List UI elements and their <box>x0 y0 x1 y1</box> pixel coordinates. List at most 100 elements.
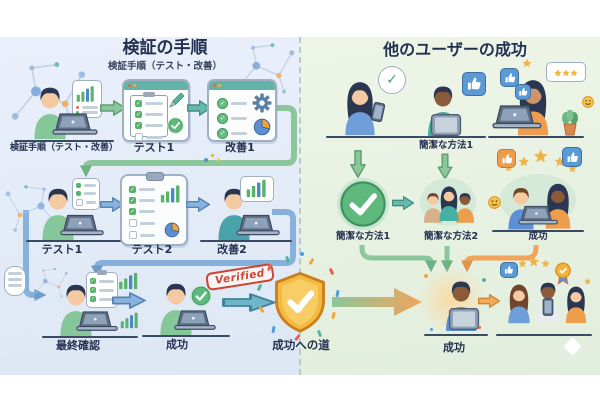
confetti <box>424 274 428 278</box>
tablet-icon <box>448 308 480 330</box>
check-circle-icon <box>336 177 390 231</box>
check-icon: ✓ <box>135 122 142 129</box>
desk-line <box>326 135 410 138</box>
arrow-right-icon <box>112 291 146 310</box>
smiley-icon <box>582 96 594 108</box>
shield-check-icon <box>272 271 328 334</box>
empty-checkbox-icon <box>129 231 137 239</box>
confetti <box>478 326 481 329</box>
empty-checkbox-icon <box>135 133 143 141</box>
gear-icon <box>252 93 272 113</box>
bar-chart-icon <box>245 179 269 198</box>
desk-line <box>26 239 122 242</box>
person-illustration <box>432 178 466 226</box>
decor-dot <box>211 154 214 157</box>
thumbs-up-icon <box>497 149 516 168</box>
bar-chart-speech-bubble <box>240 176 274 202</box>
desk-line <box>200 239 292 242</box>
smiley-icon <box>488 196 501 209</box>
card-header <box>209 81 275 90</box>
desk-line <box>488 135 584 138</box>
decor-dot <box>217 158 220 161</box>
thumbs-up-icon <box>500 68 519 87</box>
laptop-icon <box>52 112 100 138</box>
check-speech-bubble: ✓ <box>378 66 406 94</box>
confetti <box>430 328 433 331</box>
right-title: 他のユーザーの成功 <box>383 40 527 59</box>
laptop-icon <box>76 310 120 334</box>
thumbs-up-icon <box>515 84 531 100</box>
person-start <box>14 80 114 142</box>
node-label: 成功 <box>166 338 188 351</box>
check-circle-icon <box>167 117 184 134</box>
left-title: 検証の手順 <box>122 38 208 58</box>
left-subtitle: 検証手順（テスト・改善） <box>107 61 222 72</box>
check-icon: ✓ <box>129 208 136 215</box>
confetti <box>482 278 486 282</box>
success-pair <box>492 170 584 232</box>
plant-icon <box>560 110 580 136</box>
medal-icon <box>554 262 572 286</box>
people-group <box>416 172 480 230</box>
check-icon: ✓ <box>129 186 136 193</box>
checklist-speech-bubble <box>72 178 100 210</box>
laptop-icon <box>236 214 282 238</box>
desk-line <box>492 229 584 232</box>
star-icon: ★ <box>522 57 532 70</box>
node-label: 成功 <box>528 231 548 242</box>
laptop-icon <box>492 104 544 132</box>
node-label: 簡潔な方法1 <box>335 231 391 242</box>
pencil-icon <box>166 91 186 111</box>
pie-chart-icon <box>164 222 180 238</box>
decor-dot <box>204 158 208 162</box>
empty-checkbox-icon <box>129 219 137 227</box>
node-label: 改善1 <box>225 141 255 154</box>
improve-card-kaizen1: ✓ ✓ ✓ <box>207 79 277 142</box>
node-label: 改善2 <box>217 243 247 256</box>
laptop-icon <box>60 214 106 238</box>
desk-line <box>424 333 488 336</box>
celebration-trio <box>496 268 592 336</box>
bar-chart-icon <box>160 184 182 204</box>
desk-line <box>42 335 138 338</box>
star-icon: ★ <box>568 164 577 175</box>
check-icon: ✓ <box>217 113 228 124</box>
star-icon: ★ <box>570 69 579 79</box>
clipboard-clip <box>97 270 107 275</box>
clipboard-card-test2: ✓ ✓ ✓ <box>120 172 188 246</box>
pie-chart-icon <box>253 118 271 136</box>
man-success-final <box>420 268 496 336</box>
laptop-icon <box>518 204 560 228</box>
person-illustration <box>558 280 594 326</box>
laptop-icon <box>174 309 218 333</box>
arrow-down-icon <box>349 150 367 178</box>
phone-icon <box>542 298 554 316</box>
clipboard-clip <box>143 92 155 97</box>
check-icon: ✓ <box>135 100 142 107</box>
bar-chart-icon <box>120 312 140 329</box>
person-kaizen2 <box>200 176 292 242</box>
desk-line <box>496 333 592 336</box>
notes-bubble <box>4 266 26 296</box>
checklist-card-test1: ✓ ✓ ✓ <box>122 79 190 142</box>
check-icon: ✓ <box>386 72 398 88</box>
star-icon: ★ <box>533 147 549 167</box>
thumbs-up-icon <box>562 147 582 167</box>
star-icon: ★ <box>528 255 540 270</box>
node-label: 簡潔な方法1 <box>418 140 474 151</box>
check-icon: ✓ <box>217 98 228 109</box>
panel-divider <box>299 37 301 375</box>
node-label: 最終確認 <box>56 339 100 352</box>
star-icon: ★ <box>584 277 592 286</box>
man-with-tablet <box>406 78 486 138</box>
node-label: テスト1 <box>133 141 175 154</box>
shield-label: 成功への道 <box>272 338 330 352</box>
node-label: テスト1 <box>41 243 83 256</box>
node-label: 簡潔な方法2 <box>423 231 479 242</box>
node-label: テスト2 <box>131 243 173 256</box>
star-icon: ★ <box>561 69 571 79</box>
star-icon: ★ <box>554 155 566 170</box>
arrow-right-icon <box>392 195 414 211</box>
node-label: 成功 <box>443 341 465 354</box>
